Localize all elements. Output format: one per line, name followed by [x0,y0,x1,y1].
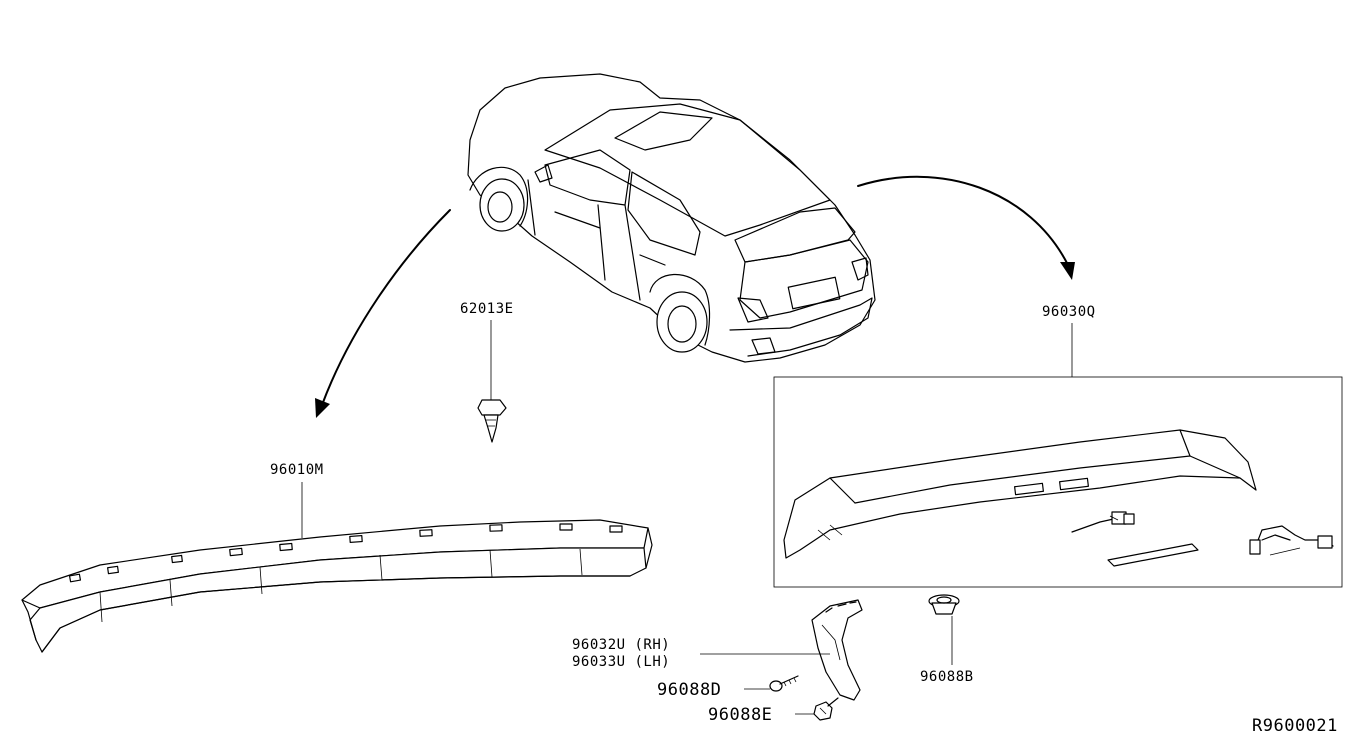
label-62013e: 62013E [460,301,514,317]
diagram-id: R9600021 [1252,716,1338,736]
label-96032u-rh: 96032U (RH) [572,637,670,653]
label-96030q: 96030Q [1042,304,1096,320]
label-96088d: 96088D [657,680,721,700]
spoiler-harness-small [1071,511,1135,533]
spoiler-gasket-strip [1107,543,1199,567]
label-96010m: 96010M [270,462,324,478]
spoiler-harness-large [1249,525,1334,556]
arrow-right [857,175,1075,280]
screw-96088d: 96088D [657,675,799,700]
clip-96088e: 96088E [708,697,839,725]
vehicle-illustration [467,73,876,363]
spoiler-kit-box [773,376,1343,588]
clip-62013e: 62013E [460,301,514,443]
label-96033u-lh: 96033U (LH) [572,654,670,670]
grommet-96088b: 96088B [920,594,974,685]
label-96088e: 96088E [708,705,772,725]
arrow-left [315,209,451,418]
side-spoiler-96032u-96033u: 96032U (RH) 96033U (LH) [572,599,863,701]
rear-bumper-fascia-96010m: 96010M [21,462,653,653]
label-96088b: 96088B [920,669,974,685]
fascia-clip-holes [68,523,623,583]
spoiler-assembly-96030q: 96030Q [773,304,1343,588]
